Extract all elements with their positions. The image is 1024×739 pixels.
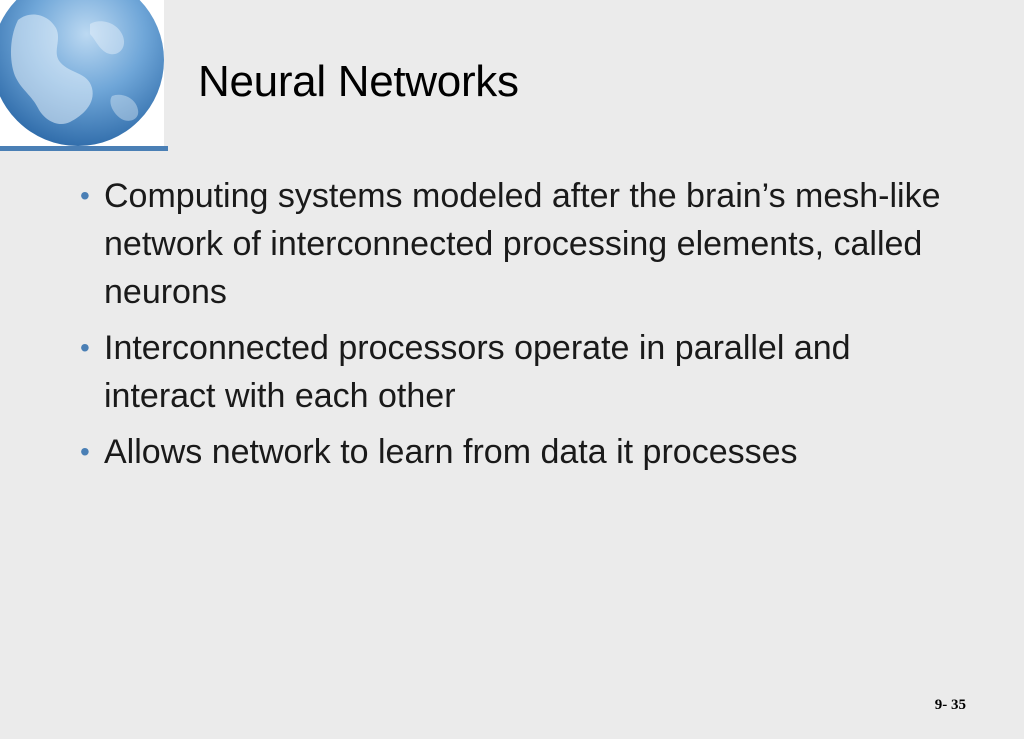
globe-icon [0,0,170,152]
bullet-list: • Computing systems modeled after the br… [76,172,956,484]
bullet-item: • Allows network to learn from data it p… [76,428,956,476]
bullet-text: Interconnected processors operate in par… [104,329,851,415]
bullet-text: Allows network to learn from data it pro… [104,433,798,471]
page-number: 9- 35 [934,697,966,713]
bullet-text: Computing systems modeled after the brai… [104,177,941,311]
bullet-dot-icon: • [80,332,90,363]
bullet-dot-icon: • [80,180,90,211]
bullet-dot-icon: • [80,436,90,467]
slide-title: Neural Networks [198,57,519,106]
bullet-item: • Interconnected processors operate in p… [76,324,956,420]
bullet-item: • Computing systems modeled after the br… [76,172,956,316]
